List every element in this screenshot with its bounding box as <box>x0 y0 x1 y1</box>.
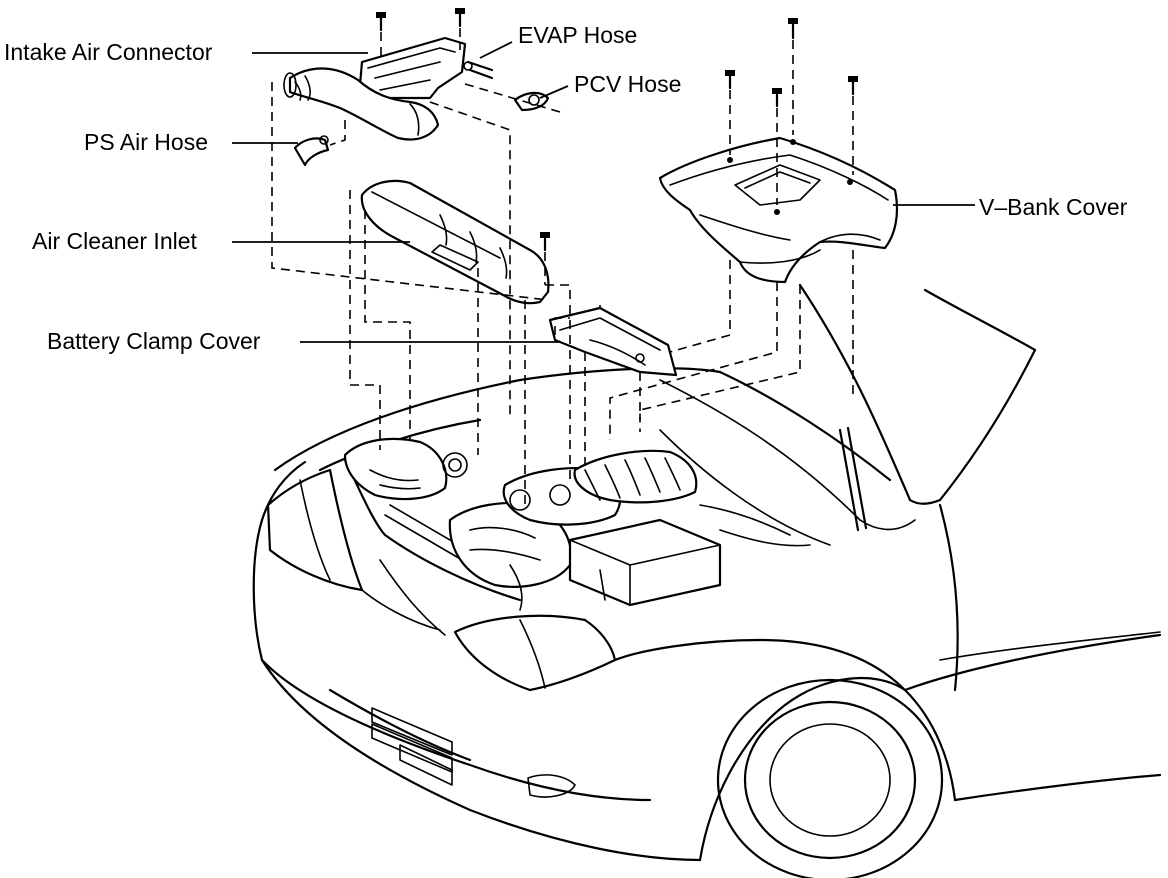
label-intake-air-connector: Intake Air Connector <box>4 39 213 65</box>
evap-hose-part <box>463 60 494 80</box>
engine-bay <box>318 418 831 611</box>
assembly-lines <box>271 28 854 505</box>
leader-lines <box>232 41 975 343</box>
car-body <box>252 283 1162 878</box>
intake-air-connector-part <box>283 8 467 167</box>
label-v-bank-cover: V–Bank Cover <box>979 194 1128 220</box>
label-pcv-hose: PCV Hose <box>574 71 682 97</box>
label-battery-clamp-cover: Battery Clamp Cover <box>47 328 261 354</box>
air-cleaner-inlet-part <box>360 179 550 305</box>
label-evap-hose: EVAP Hose <box>518 22 638 48</box>
v-bank-cover-part <box>658 18 899 284</box>
label-air-cleaner-inlet: Air Cleaner Inlet <box>32 228 197 254</box>
label-ps-air-hose: PS Air Hose <box>84 129 208 155</box>
